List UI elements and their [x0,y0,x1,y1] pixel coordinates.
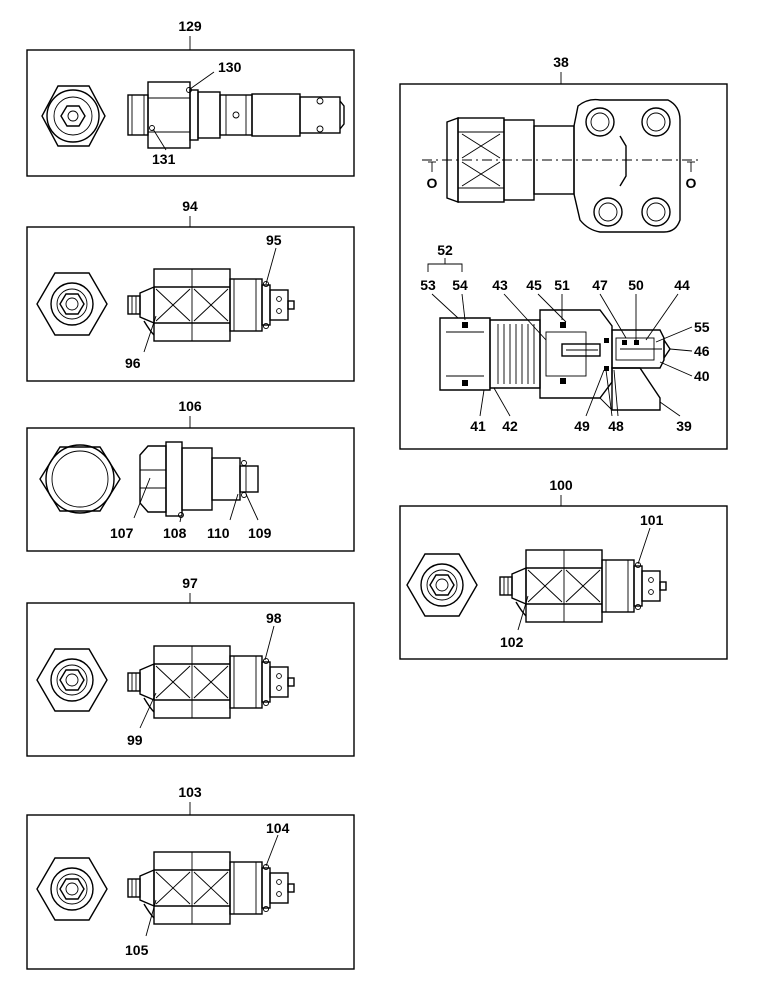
assembly-title-106: 106 [178,398,202,414]
frame-38 [399,83,728,450]
callout-46: 46 [694,343,710,359]
leader-49 [585,369,605,417]
assembly-103: 103 104 105 [26,784,355,970]
hex-end-view [36,648,108,712]
callout-95: 95 [266,232,282,248]
frame-94 [26,226,355,382]
callout-131: 131 [152,151,176,167]
leader-110 [229,493,239,521]
leader-45 [537,293,567,323]
valve-external-view [422,98,700,233]
callout-53: 53 [420,277,436,293]
callout-102: 102 [500,634,524,650]
hex-end-view [36,272,108,336]
leader-46 [669,348,693,352]
frame-106 [26,427,355,552]
leader-105 [145,899,157,937]
cartridge-side-view [128,269,294,341]
assembly-106: 106 107 108 110 109 [26,398,355,552]
assembly-100: 100 101 102 [399,477,728,660]
assembly-title-97: 97 [182,575,198,591]
plug-side-view [139,441,259,518]
callout-110: 110 [207,525,230,541]
callout-52: 52 [437,242,453,258]
leader-44 [645,293,679,341]
hex-end-view [39,444,121,514]
hex-end-view [406,553,478,617]
callout-108: 108 [163,525,187,541]
leader-54 [461,293,466,321]
leader-102 [517,595,529,631]
frame-129 [26,49,355,177]
callout-44: 44 [674,277,690,293]
callout-55: 55 [694,319,710,335]
frame-97 [26,602,355,757]
frame-103 [26,814,355,970]
port-label-left: O [427,175,438,191]
leader-130 [189,71,215,90]
leader-47 [599,293,627,339]
callout-48: 48 [608,418,624,434]
leader-40 [659,361,693,377]
frame-100 [399,505,728,660]
callout-98: 98 [266,610,282,626]
assembly-title-103: 103 [178,784,202,800]
leader-96 [143,315,157,353]
leader-104 [265,834,279,867]
callout-40: 40 [694,368,710,384]
assembly-title-129: 129 [178,18,202,34]
callout-104: 104 [266,820,290,836]
assembly-title-100: 100 [549,477,573,493]
callout-54: 54 [452,277,468,293]
leader-101 [637,527,651,565]
cartridge-side-view [128,852,294,924]
assembly-94: 94 95 96 [26,198,355,382]
callout-43: 43 [492,277,508,293]
leader-53 [431,293,459,319]
leader-107 [133,477,151,519]
port-label-right: O [686,175,697,191]
callout-49: 49 [574,418,590,434]
leader-55 [655,326,693,343]
cartridge-side-view [128,646,294,718]
leader-95 [265,247,277,285]
leader-109 [245,493,259,521]
assembly-97: 97 98 99 [26,575,355,757]
hex-end-view [41,85,106,147]
callout-107: 107 [110,525,134,541]
leader-99 [139,692,157,729]
assembly-title-94: 94 [182,198,198,214]
callout-41: 41 [470,418,486,434]
callout-130: 130 [218,59,242,75]
callout-109: 109 [248,525,272,541]
cartridge-side-view [127,81,345,149]
assembly-title-38: 38 [553,54,569,70]
assembly-129: 129 [26,18,355,177]
leader-43 [503,293,547,341]
callout-47: 47 [592,277,608,293]
leader-131 [152,128,167,151]
callout-96: 96 [125,355,141,371]
hex-end-view [36,857,108,921]
leader-48a [605,369,613,417]
leader-39 [659,401,681,417]
leader-108 [179,516,182,523]
cartridge-side-view [500,550,666,622]
leader-42 [493,387,511,417]
leader-48b [613,369,619,417]
callout-99: 99 [127,732,143,748]
callout-39: 39 [676,418,692,434]
callout-50: 50 [628,277,644,293]
callout-51: 51 [554,277,570,293]
callout-105: 105 [125,942,149,958]
callout-101: 101 [640,512,664,528]
valve-cross-section [439,309,671,411]
callout-45: 45 [526,277,542,293]
assembly-38: 38 [399,54,728,450]
callout-42: 42 [502,418,518,434]
leader-98 [264,625,275,661]
leader-41 [479,389,485,417]
